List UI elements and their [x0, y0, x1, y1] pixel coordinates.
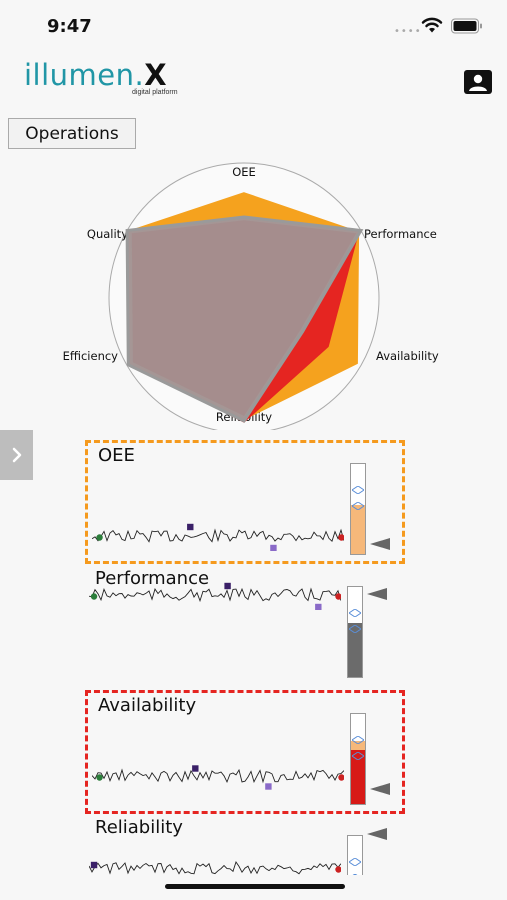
gauge-pointer-icon	[367, 588, 387, 600]
radar-axis-label: Quality	[87, 227, 128, 241]
gauge-diamond-marker	[349, 625, 361, 633]
radar-inner-shade	[131, 220, 357, 416]
gauge-diamond-marker	[349, 609, 361, 617]
wifi-icon	[421, 17, 443, 33]
sparkline-path	[89, 860, 341, 875]
status-time: 9:47	[47, 16, 92, 37]
gauge-fill	[351, 504, 365, 554]
metric-title: Reliability	[95, 817, 183, 838]
metric-title: Availability	[98, 695, 197, 716]
battery-icon	[451, 18, 482, 34]
chevron-right-icon	[12, 447, 21, 463]
sparkline-marker	[265, 783, 272, 790]
sparkline-marker	[335, 593, 341, 600]
sparkline-marker	[335, 866, 341, 873]
home-indicator	[165, 884, 345, 889]
sparkline-marker	[315, 603, 322, 610]
sparkline-marker	[96, 774, 103, 781]
sparkline-path	[92, 768, 344, 784]
sparkline-marker	[90, 861, 98, 869]
sparkline	[92, 523, 344, 551]
radar-axis-label: Efficiency	[63, 349, 119, 363]
radar-axis-label: Performance	[364, 227, 437, 241]
operations-button[interactable]: Operations	[8, 118, 136, 149]
sparkline-marker	[338, 774, 344, 781]
sparkline-marker	[90, 593, 98, 600]
metric-card-availability[interactable]: Availability	[85, 690, 405, 814]
sparkline-marker	[270, 544, 277, 551]
gauge-pointer-icon	[367, 828, 387, 840]
signal-dots-icon: ••••	[394, 26, 422, 37]
metric-card-performance[interactable]: Performance	[85, 566, 405, 688]
profile-card-icon[interactable]	[464, 70, 492, 94]
sparkline-path	[89, 587, 341, 603]
logo-mark-text: X	[144, 58, 168, 92]
sparkline	[92, 765, 344, 790]
gauge-diamond-marker	[352, 752, 364, 760]
gauge-diamond-marker	[349, 858, 361, 866]
gauge-fill	[351, 750, 365, 804]
metric-card-reliability[interactable]: Reliability	[85, 815, 405, 875]
level-gauge	[350, 713, 366, 805]
radar-axis-label: OEE	[232, 165, 256, 179]
level-gauge	[347, 835, 363, 875]
sparkline-marker	[338, 534, 344, 541]
side-panel-toggle[interactable]	[0, 430, 33, 480]
level-gauge	[347, 586, 363, 678]
radar-chart: OEEPerformanceAvailabilityReliabilityEff…	[63, 162, 439, 430]
gauge-diamond-marker	[352, 502, 364, 510]
sparkline-marker	[96, 534, 103, 541]
sparkline-marker	[224, 582, 231, 590]
status-bar: 9:47 ••••	[0, 0, 507, 54]
gauge-diamond-marker	[352, 486, 364, 494]
metric-card-oee[interactable]: OEE	[85, 440, 405, 564]
level-gauge	[350, 463, 366, 555]
sparkline	[89, 860, 341, 875]
gauge-band	[351, 741, 365, 750]
sparkline-marker	[187, 523, 194, 531]
metric-title: Performance	[95, 568, 210, 589]
radar-axis-label: Availability	[376, 349, 439, 363]
sparkline-path	[92, 528, 344, 543]
sparkline	[89, 582, 341, 610]
gauge-diamond-marker	[352, 874, 358, 875]
gauge-diamond-marker	[352, 736, 364, 744]
gauge-pointer-icon	[370, 783, 390, 795]
metric-title: OEE	[98, 445, 135, 466]
gauge-fill	[348, 623, 362, 677]
brand-logo: illumen.X digital platform	[24, 58, 194, 100]
logo-main-text: illumen.	[24, 58, 145, 92]
sparkline-marker	[192, 765, 199, 772]
gauge-pointer-icon	[370, 538, 390, 550]
logo-tagline: digital platform	[132, 89, 178, 96]
